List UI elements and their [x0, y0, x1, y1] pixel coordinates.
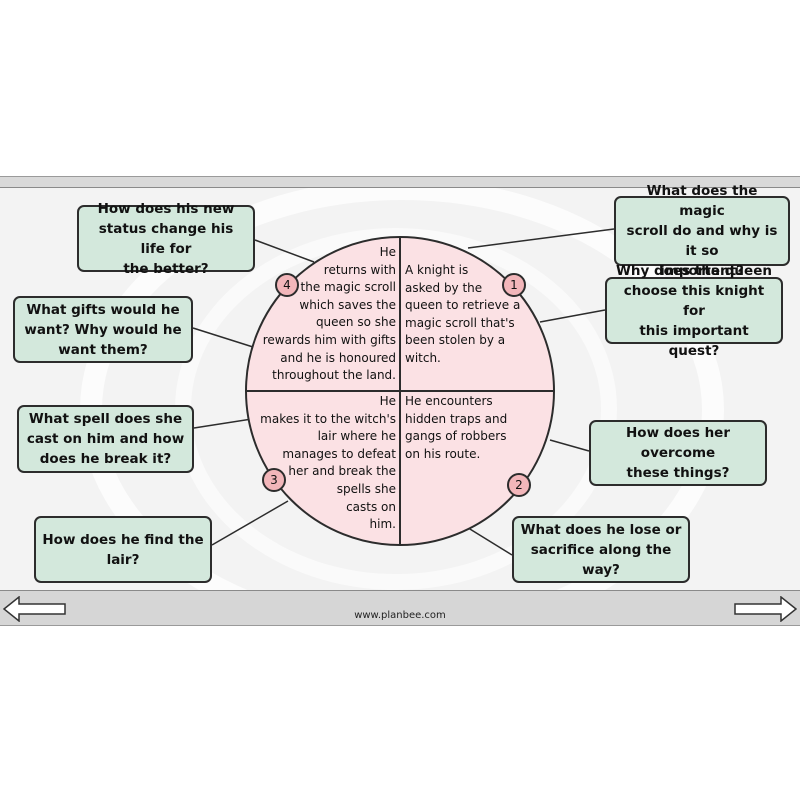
quadrant-1-badge: 1	[502, 273, 526, 297]
question-text: How does he find the lair?	[42, 531, 204, 568]
question-text: How does his new status change his life …	[97, 200, 235, 277]
question-box-2: Why does the queen choose this knight fo…	[605, 263, 783, 359]
question-box-8: How does his new status change his life …	[77, 201, 255, 277]
connector-line	[211, 500, 289, 546]
connector-line	[549, 439, 590, 452]
quadrant-4-badge: 4	[275, 273, 299, 297]
question-box-6: What spell does she cast on him and how …	[17, 405, 194, 473]
question-box-1: What does the magic scroll do and why is…	[614, 183, 790, 279]
quadrant-3-badge: 3	[262, 468, 286, 492]
quadrant-1-text: A knight is asked by the queen to retrie…	[405, 263, 521, 365]
quadrant-4-text: He returns with the magic scroll which s…	[262, 245, 396, 383]
connector-line	[539, 309, 606, 323]
connector-line	[467, 228, 615, 249]
connector-line	[192, 327, 254, 348]
connector-line	[254, 239, 315, 263]
question-box-7: What gifts would he want? Why would he w…	[13, 296, 193, 363]
bottom-bar	[0, 590, 800, 626]
question-text: What does he lose or sacrifice along the…	[520, 521, 682, 578]
quadrant-2-badge: 2	[507, 473, 531, 497]
question-text: What does the magic scroll do and why is…	[626, 183, 778, 279]
question-text: What spell does she cast on him and how …	[26, 411, 185, 467]
footer-url: www.planbee.com	[354, 610, 446, 621]
quadrant-2-text: He encounters hidden traps and gangs of …	[405, 394, 508, 461]
connector-line	[464, 525, 513, 556]
connector-line	[193, 417, 259, 429]
question-box-5: How does he find the lair?	[34, 516, 212, 583]
question-box-3: How does her overcome these things?	[589, 420, 767, 486]
quadrant-3-text: He makes it to the witch's lair where he…	[260, 394, 396, 532]
question-text: Why does the queen choose this knight fo…	[616, 262, 772, 359]
question-box-4: What does he lose or sacrifice along the…	[512, 516, 690, 583]
question-text: What gifts would he want? Why would he w…	[24, 301, 182, 358]
next-slide-arrow-icon[interactable]	[733, 596, 797, 622]
previous-slide-arrow-icon[interactable]	[3, 596, 67, 622]
question-text: How does her overcome these things?	[626, 425, 730, 481]
